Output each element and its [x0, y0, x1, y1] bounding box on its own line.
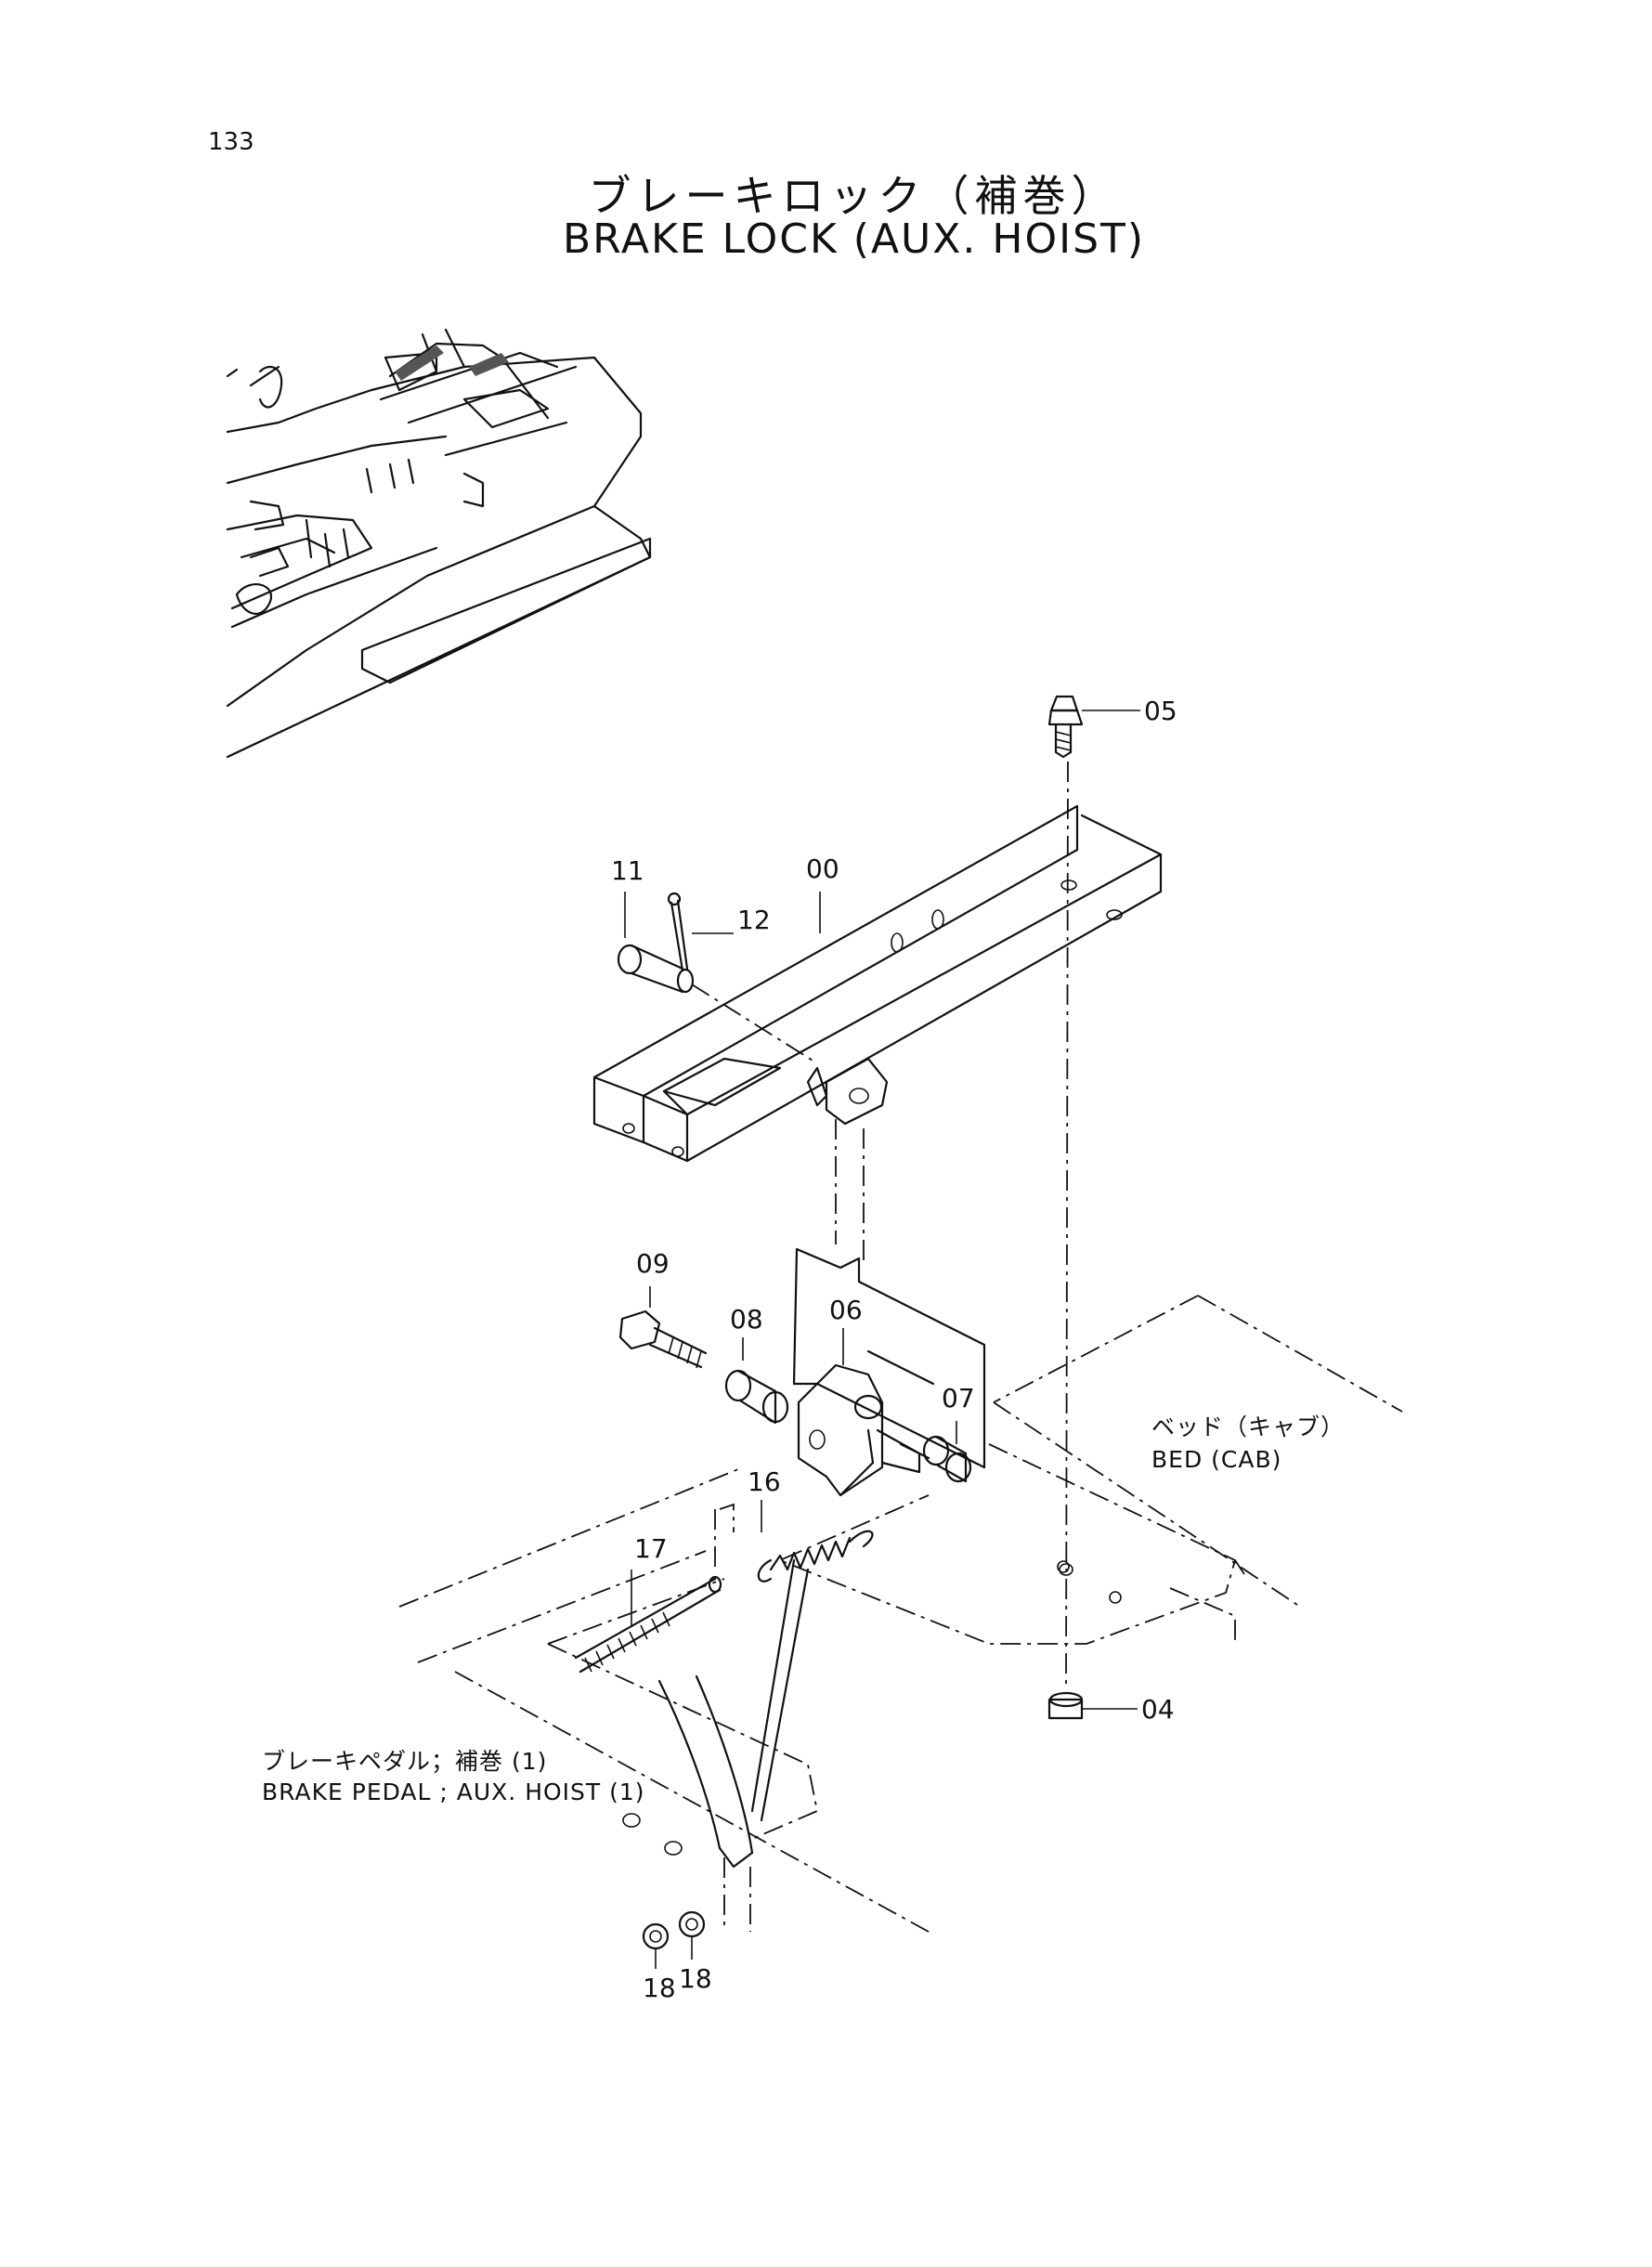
label-part-18-left: 18 — [643, 1973, 676, 2003]
page-number: 133 — [208, 128, 254, 156]
bed-hole — [1059, 1563, 1073, 1576]
overview-inset-drawing — [226, 328, 652, 759]
nut-pair-bottom — [642, 1910, 706, 1950]
label-part-00: 00 — [806, 853, 839, 884]
return-spring — [757, 1530, 874, 1583]
label-part-06: 06 — [829, 1295, 863, 1325]
cotter-pin — [667, 892, 689, 972]
page-title-japanese: ブレーキロック（補巻） — [588, 171, 1120, 221]
bolt-axis-line — [1065, 761, 1069, 1691]
bushing-right — [899, 1435, 972, 1483]
label-part-04: 04 — [1141, 1694, 1175, 1725]
label-part-17: 17 — [634, 1533, 668, 1564]
mounting-plate — [792, 1119, 986, 1469]
note-pedal-japanese: ブレーキペダル；補巻 (1) — [262, 1748, 547, 1775]
label-part-12: 12 — [737, 905, 771, 935]
rod-guide-line — [714, 1503, 735, 1570]
channel-bracket — [592, 804, 1163, 1163]
bed-plate — [398, 1295, 1403, 1933]
leader-lines — [624, 710, 1140, 1969]
note-pedal-english: BRAKE PEDAL ; AUX. HOIST (1) — [262, 1778, 645, 1805]
note-bed-japanese: ベッド（キャブ） — [1151, 1414, 1345, 1440]
label-part-08: 08 — [730, 1304, 763, 1335]
hex-nut-bottom — [1047, 1691, 1084, 1720]
flange-bolt-top — [1047, 695, 1084, 759]
note-bed-english: BED (CAB) — [1151, 1446, 1281, 1473]
label-part-16: 16 — [748, 1466, 781, 1497]
label-part-05: 05 — [1144, 696, 1177, 726]
label-part-11: 11 — [611, 855, 644, 886]
clevis-pin — [617, 944, 818, 1064]
leader-06-07 — [866, 1349, 935, 1386]
label-part-07: 07 — [942, 1383, 975, 1414]
label-part-09: 09 — [636, 1248, 670, 1279]
hex-bolt-09 — [618, 1309, 708, 1369]
threaded-rod — [574, 1575, 722, 1674]
label-part-18-right: 18 — [679, 1963, 712, 1994]
brake-pedal-outline — [622, 1558, 810, 1932]
page-title-english: BRAKE LOCK (AUX. HOIST) — [562, 215, 1146, 263]
bushing-left — [724, 1369, 789, 1425]
pivot-bracket — [797, 1363, 921, 1497]
